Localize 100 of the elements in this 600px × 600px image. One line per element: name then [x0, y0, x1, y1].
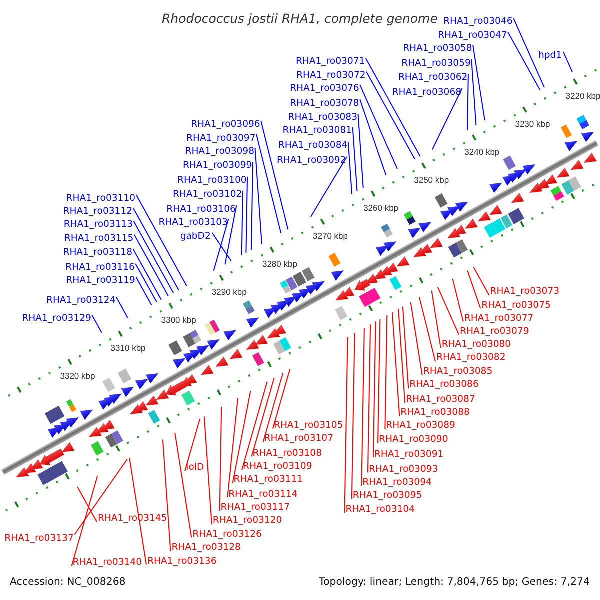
leader-line	[410, 302, 423, 376]
gene-label: RHA1_ro03075	[480, 300, 552, 311]
gene-label: RHA1_ro03093	[368, 464, 440, 475]
scale-label: 3250 kbp	[414, 174, 450, 185]
scale-label: 3320 kbp	[60, 370, 96, 381]
leader-line	[246, 176, 248, 254]
gene-label: RHA1_ro03087	[405, 394, 476, 405]
leader-line	[262, 372, 284, 443]
leader-line	[272, 368, 291, 430]
leader-line	[241, 190, 244, 256]
leader-line	[204, 416, 212, 525]
leader-line	[361, 328, 365, 486]
leader-line	[358, 114, 364, 188]
gene-label: RHA1_ro03140	[72, 557, 144, 568]
gene-label: RHA1_ro03090	[378, 434, 450, 446]
leader-line	[352, 126, 358, 192]
gene-label: RHA1_ro03105	[272, 420, 344, 431]
leader-line	[133, 220, 174, 294]
leader-line	[242, 381, 268, 471]
gene-label: RHA1_ro03118	[62, 247, 134, 258]
leader-line	[473, 266, 490, 296]
leader-line	[367, 324, 372, 474]
gene-label: RHA1_ro03119	[65, 275, 136, 286]
scale-label: 3220 kbp	[566, 90, 600, 101]
gene-label: RHA1_ro03107	[263, 433, 334, 444]
leader-line	[310, 156, 348, 218]
gene-label: RHA1_ro03106	[166, 204, 237, 215]
gene-label: RHA1_ro03089	[385, 420, 456, 432]
gene-label: RHA1_ro03126	[192, 528, 263, 540]
gene-label: RHA1_ro03103	[158, 216, 229, 228]
gene-label: RHA1_ro03098	[184, 146, 256, 158]
scale-label: 3260 kbp	[364, 202, 399, 213]
gene-label: RHA1_ro03046	[442, 16, 514, 28]
leader-line	[224, 205, 238, 266]
leader-line	[472, 44, 486, 122]
leader-line	[134, 234, 169, 297]
gene-label: RHA1_ro03115	[63, 232, 135, 244]
leader-line	[431, 290, 442, 348]
gene-label: RHA1_ro03095	[352, 490, 424, 502]
gene-label: RHA1_ro03108	[252, 448, 323, 459]
gene-label: RHA1_ro03097	[186, 132, 257, 144]
leader-line	[471, 59, 477, 126]
leader-line	[212, 232, 232, 262]
leader-line	[398, 308, 406, 404]
leader-line	[227, 398, 239, 498]
gene-label: RHA1_ro03088	[400, 407, 471, 418]
gene-label: RHA1_ro03058	[402, 43, 474, 54]
leader-line	[360, 84, 398, 170]
gene-label: RHA1_ro03120	[212, 515, 284, 526]
leader-line	[466, 74, 469, 131]
leader-line	[372, 321, 376, 458]
gene-label: RHA1_ro03047	[437, 30, 508, 42]
leader-line	[213, 218, 230, 272]
leader-line	[562, 51, 573, 73]
leader-line	[219, 406, 222, 512]
gene-label: RHA1_ro03136	[146, 556, 218, 567]
leader-line	[174, 432, 192, 538]
leader-line	[162, 439, 172, 552]
leader-line	[378, 318, 381, 444]
leader-line	[392, 312, 400, 417]
leader-line	[344, 336, 348, 514]
leader-line	[348, 142, 353, 195]
gene-label: RHA1_ro03091	[373, 448, 445, 460]
gene-label: RHA1_ro03111	[232, 474, 304, 486]
gene-label: RHA1_ro03078	[289, 98, 360, 109]
gene-label: RHA1_ro03062	[397, 72, 469, 84]
scale-label: 3300 kbp	[161, 314, 196, 325]
leader-line	[254, 148, 262, 245]
leader-line	[136, 194, 188, 286]
scale-label: 3240 kbp	[464, 146, 500, 157]
leader-line	[513, 18, 545, 88]
leader-line	[256, 134, 282, 234]
gene-label: RHA1_ro03114	[228, 488, 299, 500]
gene-label: RHA1_ro03081	[282, 125, 354, 136]
gene-label: gabD2	[179, 230, 212, 242]
leader-line	[135, 263, 158, 303]
leader-line	[77, 486, 98, 522]
leader-line	[92, 314, 102, 334]
gene-label: RHA1_ro03072	[296, 70, 367, 81]
gene-label: RHA1_ro03079	[459, 326, 530, 337]
leader-line	[384, 314, 388, 430]
leader-line	[116, 296, 129, 319]
leader-line	[437, 286, 460, 336]
leader-line	[260, 120, 289, 230]
gene-label: RHA1_ro03084	[277, 140, 349, 152]
scale-label: 3280 kbp	[262, 258, 298, 269]
leader-line	[136, 276, 152, 306]
gene-label: RHA1_ro03116	[64, 262, 136, 273]
scale-label: 3230 kbp	[515, 118, 550, 129]
gene-label: lolD	[185, 462, 206, 474]
gene-label: RHA1_ro03137	[4, 532, 75, 544]
leader-line	[250, 162, 254, 250]
gene-label: RHA1_ro03117	[220, 502, 292, 514]
leader-line	[452, 278, 464, 322]
gene-label: RHA1_ro03071	[294, 56, 366, 68]
leader-line	[251, 377, 275, 458]
leader-line	[366, 71, 416, 160]
leader-line	[132, 208, 180, 291]
leader-line	[232, 390, 252, 484]
leader-line	[402, 306, 410, 389]
